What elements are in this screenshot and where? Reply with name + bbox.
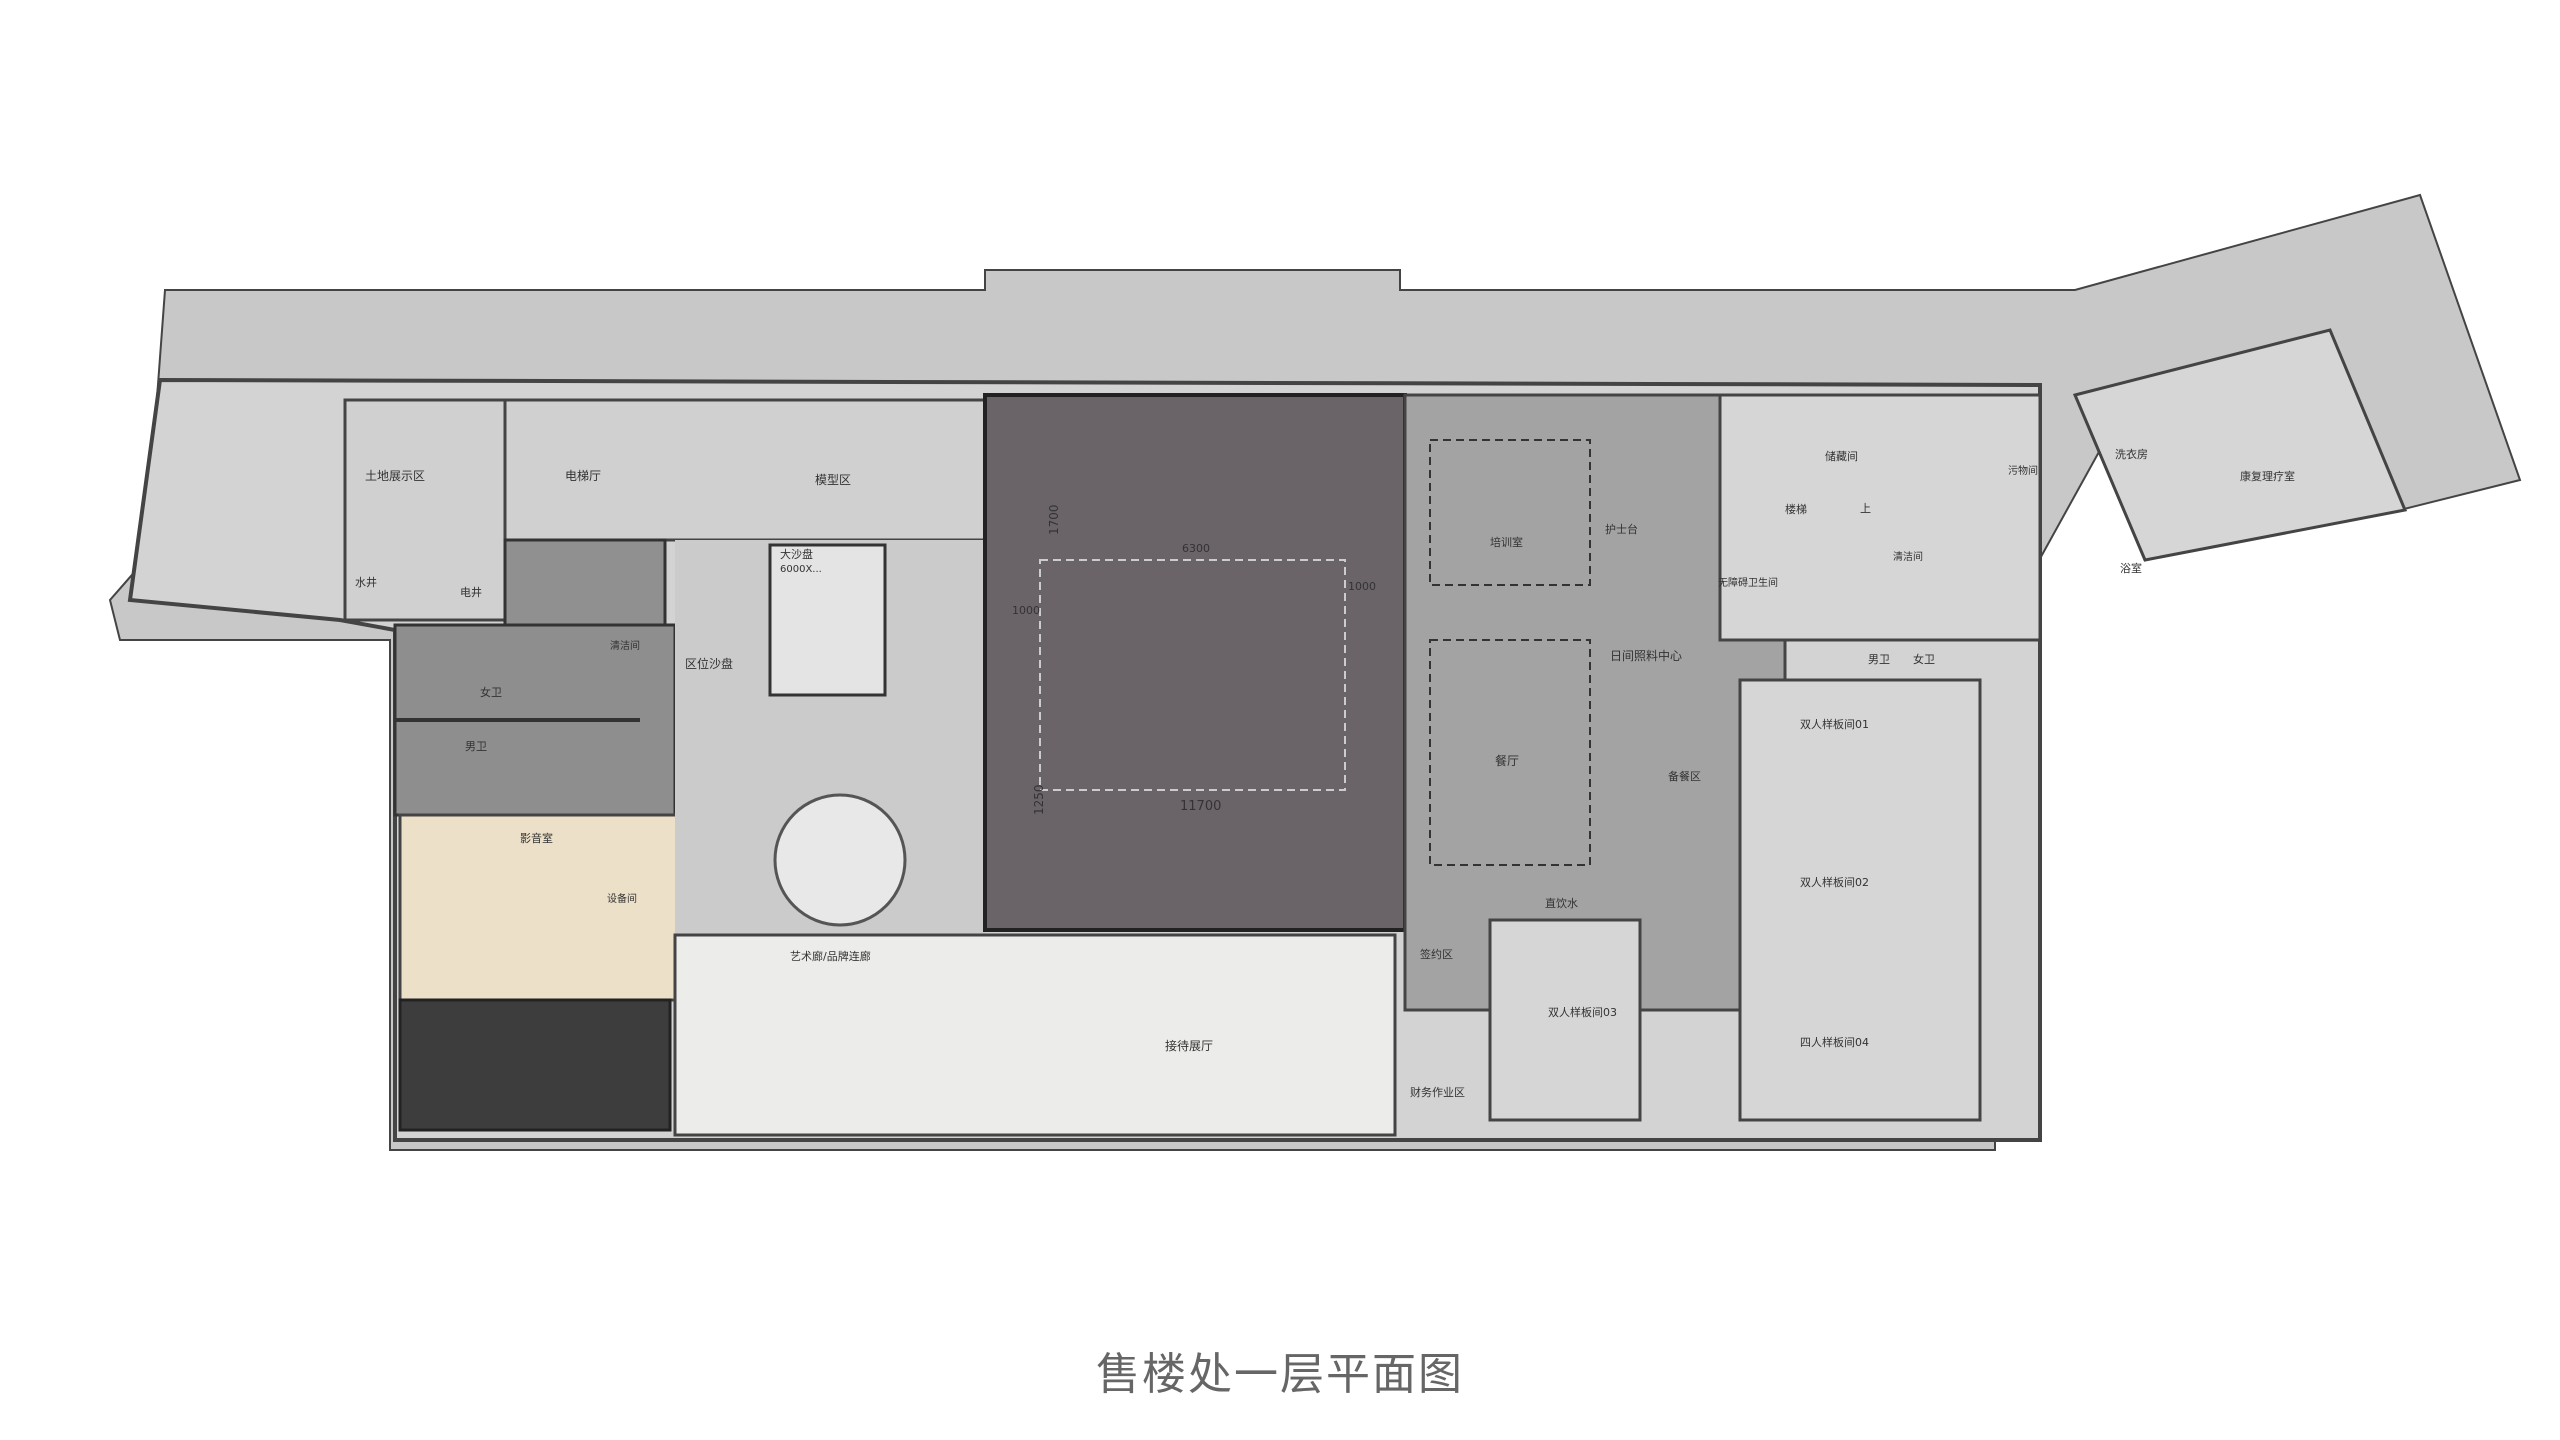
rehab-room <box>2072 328 2408 562</box>
label-training: 培训室 <box>1490 535 1523 549</box>
label-elevator-hall: 电梯厅 <box>565 469 601 483</box>
label-model-area: 模型区 <box>815 473 851 487</box>
land-display-room <box>343 398 507 622</box>
dim-bottom-gap: 1250 <box>1032 784 1046 815</box>
dim-side-gap-r: 1000 <box>1348 580 1376 593</box>
label-rehab: 康复理疗室 <box>2240 469 2295 483</box>
label-land-display: 土地展示区 <box>365 469 425 483</box>
label-barrier-free-wc: 无障碍卫生间 <box>1718 576 1778 589</box>
hall-inner-area <box>1039 559 1346 791</box>
sandtable <box>768 543 887 697</box>
label-female: 女卫 <box>1913 652 1935 666</box>
dim-top-gap: 1700 <box>1047 504 1061 535</box>
dim-top-span: 6300 <box>1182 542 1210 555</box>
label-big-sandtable: 大沙盘 <box>780 547 813 561</box>
label-reception: 接待展厅 <box>1165 1038 1213 1053</box>
label-stair: 楼梯 <box>1785 502 1807 516</box>
spiral-stair <box>773 793 907 927</box>
label-big-sandtable-dim: 6000X... <box>780 564 822 575</box>
label-district-sandtable: 区位沙盘 <box>685 656 733 671</box>
label-water-well: 水井 <box>355 575 377 589</box>
label-male: 男卫 <box>1868 653 1890 666</box>
label-female-wc: 女卫 <box>480 685 502 699</box>
label-pantry: 备餐区 <box>1668 769 1701 783</box>
label-double-room-01: 双人样板间01 <box>1800 717 1869 731</box>
label-double-room-02: 双人样板间02 <box>1800 875 1869 889</box>
dim-side-gap-l: 1000 <box>1012 604 1040 617</box>
label-cinema: 影音室 <box>520 831 553 845</box>
label-equipment: 设备间 <box>607 892 637 905</box>
label-double-room-03: 双人样板间03 <box>1548 1005 1617 1019</box>
label-nurse-station: 护士台 <box>1605 522 1638 536</box>
care-rooms <box>1738 678 1982 1122</box>
label-stair-up: 上 <box>1860 502 1871 515</box>
label-day-care: 日间照料中心 <box>1610 648 1682 663</box>
label-single-room-04: 四人样板间04 <box>1800 1035 1869 1049</box>
label-male-wc: 男卫 <box>465 740 487 753</box>
label-bathroom: 浴室 <box>2120 561 2142 575</box>
east-wing <box>1718 393 2042 642</box>
sample-room-03 <box>1488 918 1642 1122</box>
label-art-gallery: 艺术廊/品牌连廊 <box>790 949 871 963</box>
label-finance: 财务作业区 <box>1410 1085 1465 1099</box>
label-clean-room: 清洁间 <box>1893 550 1923 563</box>
dining-area <box>1429 639 1591 866</box>
stair-room <box>398 998 672 1132</box>
label-dirty-room: 污物间 <box>2008 464 2038 477</box>
gallery <box>673 933 1397 1137</box>
label-electric-well: 电井 <box>460 585 482 599</box>
elevator-core <box>503 538 667 627</box>
label-laundry: 洗衣房 <box>2115 447 2148 461</box>
label-dining: 餐厅 <box>1495 753 1519 768</box>
label-water-bar: 直饮水 <box>1545 896 1578 910</box>
training-room <box>1429 439 1591 586</box>
label-storage: 储藏间 <box>1825 449 1858 463</box>
label-signing: 签约区 <box>1420 947 1453 961</box>
label-cleaning: 清洁间 <box>610 639 640 652</box>
dim-width: 11700 <box>1180 799 1221 814</box>
central-hall <box>983 393 1407 932</box>
drawing-caption: 售楼处一层平面图 <box>1096 1349 1464 1400</box>
